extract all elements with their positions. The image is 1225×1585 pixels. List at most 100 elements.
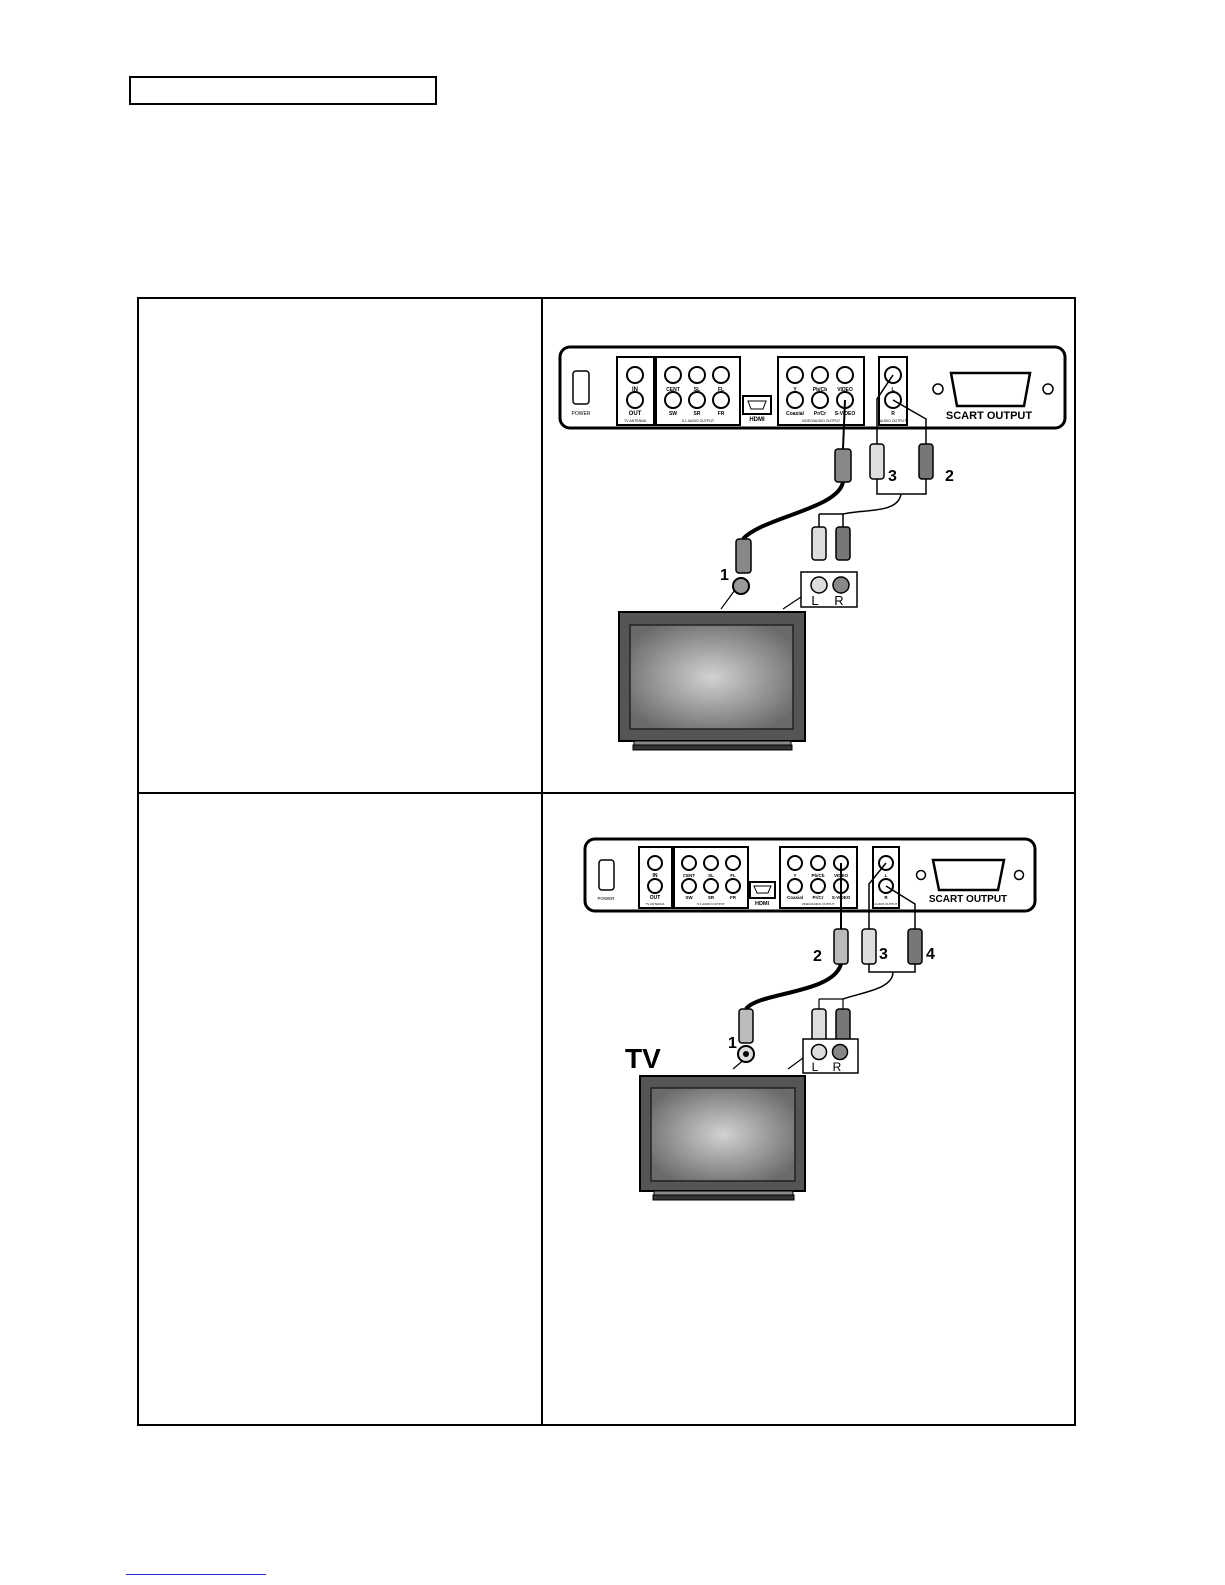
y-jack: [787, 855, 803, 871]
tv-jack-r-label: R: [834, 593, 843, 608]
audio-plug-right-top: [918, 443, 934, 480]
sw-label: SW: [685, 895, 693, 900]
audio-plug-left-top: [869, 443, 885, 480]
tv-audio-jacks: L R: [802, 1038, 859, 1074]
audio-plug-left-bottom: [811, 1008, 827, 1042]
tv-jack-r-label: R: [833, 1060, 842, 1074]
svideo-plug-top: [834, 448, 852, 483]
player-rear-panel: POWER IN OUT TV ANTENNA CENT SL FL SW SR: [558, 345, 1067, 430]
hdmi-label: HDMI: [749, 417, 765, 423]
audio-plug-left-bottom: [811, 526, 827, 561]
audio-output-label: AUDIO OUTPUT: [875, 902, 898, 906]
scart-screw-left: [932, 383, 944, 395]
power-label: POWER: [597, 896, 615, 901]
coaxial-jack: [787, 878, 803, 894]
callout-4: 4: [926, 946, 935, 963]
antenna-group-label: TV ANTENNA: [646, 902, 665, 906]
sr-label: SR: [694, 411, 701, 417]
audio-output-label: AUDIO OUTPUT: [880, 419, 907, 423]
video-output-label: VIDEO/AUDIO OUTPUT: [802, 902, 835, 906]
scart-port: [949, 371, 1032, 408]
callout-1: 1: [720, 567, 729, 584]
pbcb-jack: [811, 366, 829, 384]
audio-plug-right-top: [907, 928, 923, 965]
cent-jack: [681, 855, 697, 871]
tv-label: TV: [625, 1043, 661, 1074]
scart-port: [931, 858, 1006, 892]
scart-screw-right: [1013, 869, 1025, 881]
audio-plug-right-bottom: [835, 1008, 851, 1042]
scart-screw-right: [1042, 383, 1054, 395]
video-output-label: VIDEO/AUDIO OUTPUT: [802, 419, 841, 423]
connection-diagram-1: POWER IN OUT TV ANTENNA CENT SL FL SW SR: [558, 345, 1067, 751]
sr-jack: [688, 391, 706, 409]
cables: [732, 862, 916, 1070]
video-label: VIDEO: [837, 387, 853, 393]
table-column-divider: [541, 299, 543, 1424]
fr-jack: [712, 391, 730, 409]
pbcb-label: Pb/Cb: [812, 873, 825, 878]
cent-label: CENT: [683, 873, 696, 878]
sr-jack: [703, 878, 719, 894]
pbcb-jack: [810, 855, 826, 871]
power-label: POWER: [572, 411, 591, 417]
cent-jack: [664, 366, 682, 384]
row2-diagram-cell: POWER IN OUT TV ANTENNA CENT SL FL SW SR: [543, 794, 1074, 1424]
tv-jack-l-label: L: [811, 593, 818, 608]
prcr-jack: [811, 391, 829, 409]
row1-description-cell: [139, 299, 541, 792]
scart-screw-left: [915, 869, 927, 881]
audio-plug-left-top: [861, 928, 877, 965]
player-rear-panel: POWER IN OUT TV ANTENNA CENT SL FL SW SR: [583, 837, 1037, 913]
audio-r-label: R: [884, 895, 888, 900]
svideo-plug-bottom: [735, 538, 752, 574]
sl-jack: [688, 366, 706, 384]
callout-2: 2: [945, 468, 954, 485]
scart-label: SCART OUTPUT: [946, 410, 1032, 422]
tv-stand: [652, 1194, 795, 1201]
fl-label: FL: [718, 387, 724, 393]
audio51-label: 5.1 AUDIO OUTPUT: [682, 419, 715, 423]
coaxial-jack: [786, 391, 804, 409]
section-header-box: [129, 76, 437, 105]
audio-plug-right-bottom: [835, 526, 851, 561]
tv-svideo-jack: [732, 577, 750, 595]
audio-l-label: L: [891, 387, 894, 393]
fr-label: FR: [730, 895, 737, 900]
audio-l-label: L: [885, 873, 888, 878]
fl-jack: [725, 855, 741, 871]
video-plug-bottom: [738, 1008, 754, 1044]
cables: [720, 374, 927, 610]
tv-screen: [650, 1087, 796, 1182]
coaxial-label: Coaxial: [787, 895, 803, 900]
antenna-group-label: TV ANTENNA: [624, 419, 647, 423]
connection-table: POWER IN OUT TV ANTENNA CENT SL FL SW SR: [137, 297, 1076, 1426]
antenna-out-jack: [626, 391, 644, 409]
tv-jack-l-label: L: [812, 1060, 819, 1074]
sl-label: SL: [694, 387, 700, 393]
coaxial-label: Coaxial: [786, 411, 804, 417]
callout-3: 3: [879, 946, 888, 963]
y-label: Y: [793, 873, 796, 878]
antenna-out-label: OUT: [650, 895, 661, 901]
audio51-label: 5.1 AUDIO OUTPUT: [697, 902, 725, 906]
power-switch: [598, 859, 615, 891]
prcr-label: Pr/Cr: [812, 895, 823, 900]
callout-3: 3: [888, 468, 897, 485]
sr-label: SR: [708, 895, 715, 900]
antenna-in-jack: [647, 855, 663, 871]
row1-diagram-cell: POWER IN OUT TV ANTENNA CENT SL FL SW SR: [543, 299, 1074, 792]
fr-label: FR: [718, 411, 725, 417]
antenna-in-label: IN: [653, 873, 658, 879]
tv-stand: [632, 744, 793, 751]
hdmi-label: HDMI: [755, 901, 770, 907]
row2-description-cell: [139, 794, 541, 1424]
fl-label: FL: [730, 873, 736, 878]
prcr-label: Pr/Cr: [814, 411, 826, 417]
y-jack: [786, 366, 804, 384]
prcr-jack: [810, 878, 826, 894]
antenna-out-label: OUT: [629, 411, 642, 417]
antenna-out-jack: [647, 878, 663, 894]
footer-link-underline[interactable]: [126, 1574, 266, 1575]
cent-label: CENT: [666, 387, 680, 393]
